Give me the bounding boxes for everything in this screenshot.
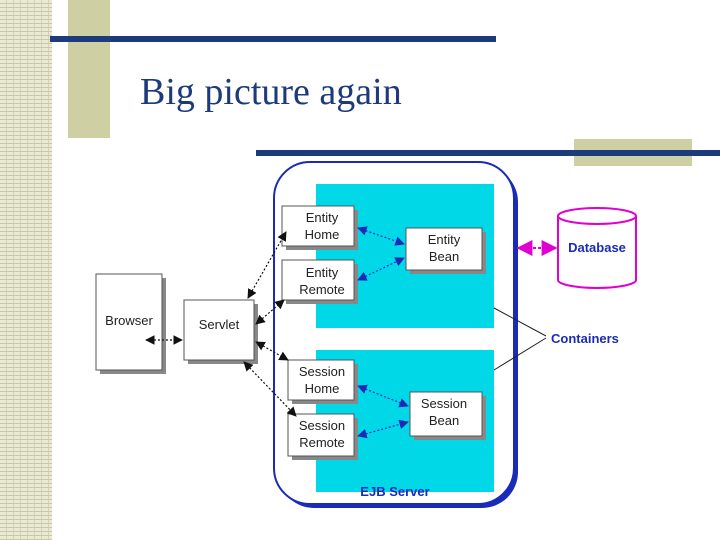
entity-home-label-1: Entity [306, 210, 339, 225]
session-home-label-2: Home [305, 381, 340, 396]
session-bean-box: Session Bean [409, 391, 486, 440]
session-bean-label-1: Session [421, 396, 467, 411]
entity-remote-box: Entity Remote [281, 259, 358, 304]
entity-remote-label-2: Remote [299, 282, 345, 297]
decorative-stripes [0, 0, 52, 540]
ejb-server-label: EJB Server [360, 484, 429, 499]
containers-callout [493, 307, 547, 371]
servlet-label: Servlet [199, 317, 240, 332]
session-bean-label-2: Bean [429, 413, 459, 428]
entity-home-box: Entity Home [281, 205, 358, 250]
session-home-box: Session Home [287, 359, 358, 404]
entity-bean-box: Entity Bean [405, 227, 486, 274]
entity-remote-label-1: Entity [306, 265, 339, 280]
entity-bean-label-2: Bean [429, 249, 459, 264]
decorative-tan-block [68, 0, 110, 138]
container-arrows [357, 226, 409, 439]
database-icon: Database [557, 207, 637, 289]
session-home-label-1: Session [299, 364, 345, 379]
session-remote-label-2: Remote [299, 435, 345, 450]
entity-bean-label-1: Entity [428, 232, 461, 247]
browser-box: Browser [95, 273, 166, 374]
containers-label: Containers [551, 331, 619, 346]
title-rule-bottom [256, 150, 720, 156]
servlet-box: Servlet [183, 299, 258, 364]
entity-home-label-2: Home [305, 227, 340, 242]
database-label: Database [568, 240, 626, 255]
browser-label: Browser [105, 313, 153, 328]
slide-title: Big picture again [140, 71, 402, 113]
session-remote-box: Session Remote [287, 413, 358, 460]
title-rule-top [50, 36, 496, 42]
client-arrows [145, 231, 297, 417]
session-remote-label-1: Session [299, 418, 345, 433]
